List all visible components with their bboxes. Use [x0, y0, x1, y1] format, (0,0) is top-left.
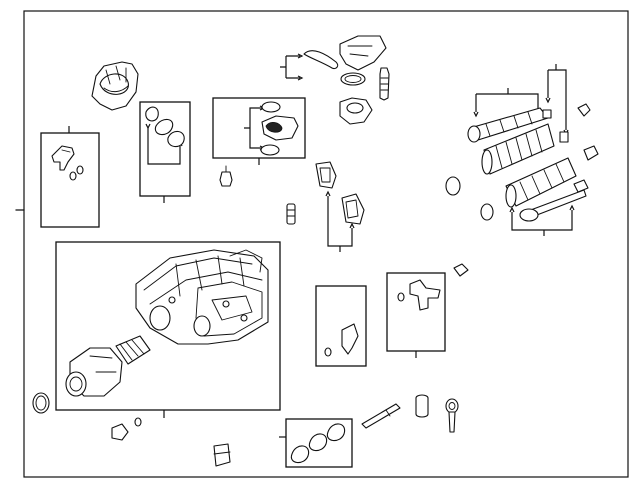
intake-duct-group[interactable]: [280, 35, 387, 125]
eye-bolt-part[interactable]: [445, 398, 459, 433]
fastener-part-b[interactable]: [286, 203, 296, 225]
bypass-valve-parts: [324, 323, 359, 357]
duct-bolt-part[interactable]: [379, 67, 390, 101]
coupler-bellows-part: [115, 335, 151, 365]
throttle-bracket: [244, 107, 262, 149]
throttle-actuator-group[interactable]: [212, 97, 306, 165]
alignment-tool-part[interactable]: [361, 403, 401, 429]
throttle-actuator-parts: [260, 101, 299, 156]
supercharger-assembly-group[interactable]: [55, 241, 281, 418]
bypass-gasket-parts: [145, 106, 185, 148]
intercooler-group[interactable]: [445, 64, 599, 236]
sensor-callout-box: [40, 132, 100, 228]
elbow-gasket-group[interactable]: [315, 161, 365, 252]
bypass-valve-group[interactable]: [315, 285, 367, 367]
inlet-elbow-part[interactable]: [91, 61, 139, 111]
bypass-gasket-group[interactable]: [139, 101, 191, 203]
intake-duct-parts: [303, 35, 387, 125]
intercooler-top-bracket: [475, 88, 539, 112]
o-ring-part[interactable]: [32, 392, 50, 414]
intercooler-core-lower: [505, 157, 587, 222]
outlet-gasket-group[interactable]: [279, 418, 353, 468]
inlet-housing-part: [65, 347, 123, 397]
fastener-part-c[interactable]: [453, 263, 469, 277]
bracket-group[interactable]: [386, 272, 446, 358]
bracket-parts: [397, 279, 441, 311]
fastener-part-a[interactable]: [219, 165, 233, 187]
fitting-part-a[interactable]: [111, 417, 142, 441]
intercooler-core-middle: [481, 123, 555, 175]
fitting-part-b[interactable]: [213, 443, 231, 467]
intercooler-bottom-bracket: [511, 210, 573, 236]
sensor-part: [51, 145, 84, 181]
sleeve-part[interactable]: [415, 394, 429, 418]
elbow-gasket-parts: [315, 161, 365, 225]
supercharger-housing: [135, 249, 269, 345]
intercooler-seals: [445, 176, 494, 221]
supercharger-callout-box: [55, 241, 281, 411]
bypass-valve-callout-box: [315, 285, 367, 367]
diagram-frame: [23, 10, 629, 478]
outlet-gasket-parts: [290, 423, 346, 464]
bypass-gasket-callout-box: [139, 101, 191, 197]
intake-duct-bracket: [280, 55, 300, 79]
outlet-gasket-callout-box: [285, 418, 353, 468]
intercooler-right-bracket: [547, 64, 567, 130]
sensor-group[interactable]: [40, 126, 100, 228]
intercooler-bolts: [542, 103, 599, 193]
bypass-gasket-bracket: [147, 128, 181, 165]
